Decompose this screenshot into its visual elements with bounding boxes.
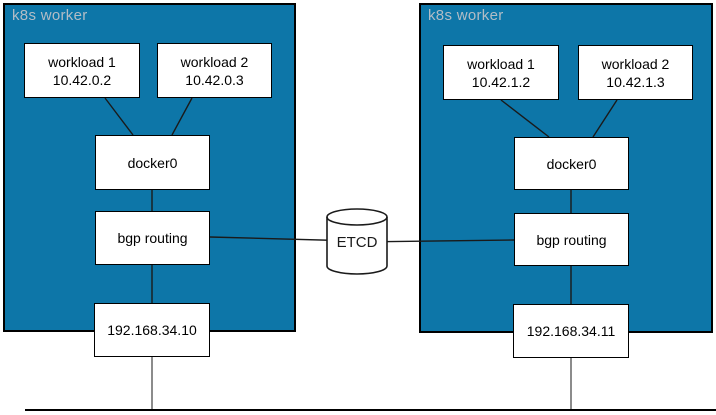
host-ip-label: 192.168.34.10 xyxy=(107,322,197,338)
worker-label-left: k8s worker xyxy=(12,7,88,24)
bridge-label: docker0 xyxy=(546,155,597,172)
node-right-host-ip: 192.168.34.11 xyxy=(513,304,629,358)
workload-name: workload 1 xyxy=(467,55,535,72)
edge-left-workload1-docker0 xyxy=(104,97,134,136)
routing-label: bgp routing xyxy=(117,230,188,246)
workload-name: workload 2 xyxy=(601,55,670,72)
node-left-host-ip: 192.168.34.10 xyxy=(94,303,210,357)
workload-name: workload 1 xyxy=(48,53,116,70)
etcd-label: ETCD xyxy=(336,234,378,251)
node-left-bgp-routing: bgp routing xyxy=(95,211,210,265)
etcd-cylinder-icon xyxy=(326,208,388,275)
edge-right-workload2-docker0 xyxy=(592,99,618,138)
node-right-docker0: docker0 xyxy=(514,137,629,190)
workload-ip: 10.42.1.3 xyxy=(606,73,665,90)
workload-ip: 10.42.1.2 xyxy=(471,73,531,90)
node-left-workload1: workload 1 10.42.0.2 xyxy=(24,43,140,98)
host-ip-label: 192.168.34.11 xyxy=(526,323,616,339)
node-right-workload2: workload 2 10.42.1.3 xyxy=(578,45,693,100)
bridge-label: docker0 xyxy=(127,154,178,171)
routing-label: bgp routing xyxy=(536,231,607,248)
node-left-workload2: workload 2 10.42.0.3 xyxy=(157,43,272,98)
node-left-docker0: docker0 xyxy=(95,135,210,190)
workload-ip: 10.42.0.2 xyxy=(52,71,112,88)
node-right-bgp-routing: bgp routing xyxy=(514,213,629,266)
workload-ip: 10.42.0.3 xyxy=(185,71,244,88)
workload-name: workload 2 xyxy=(180,53,249,70)
edge-left-workload2-docker0 xyxy=(171,97,193,136)
edge-right-workload1-docker0 xyxy=(500,99,550,138)
worker-label-right: k8s worker xyxy=(428,7,504,24)
node-right-workload1: workload 1 10.42.1.2 xyxy=(443,45,559,100)
